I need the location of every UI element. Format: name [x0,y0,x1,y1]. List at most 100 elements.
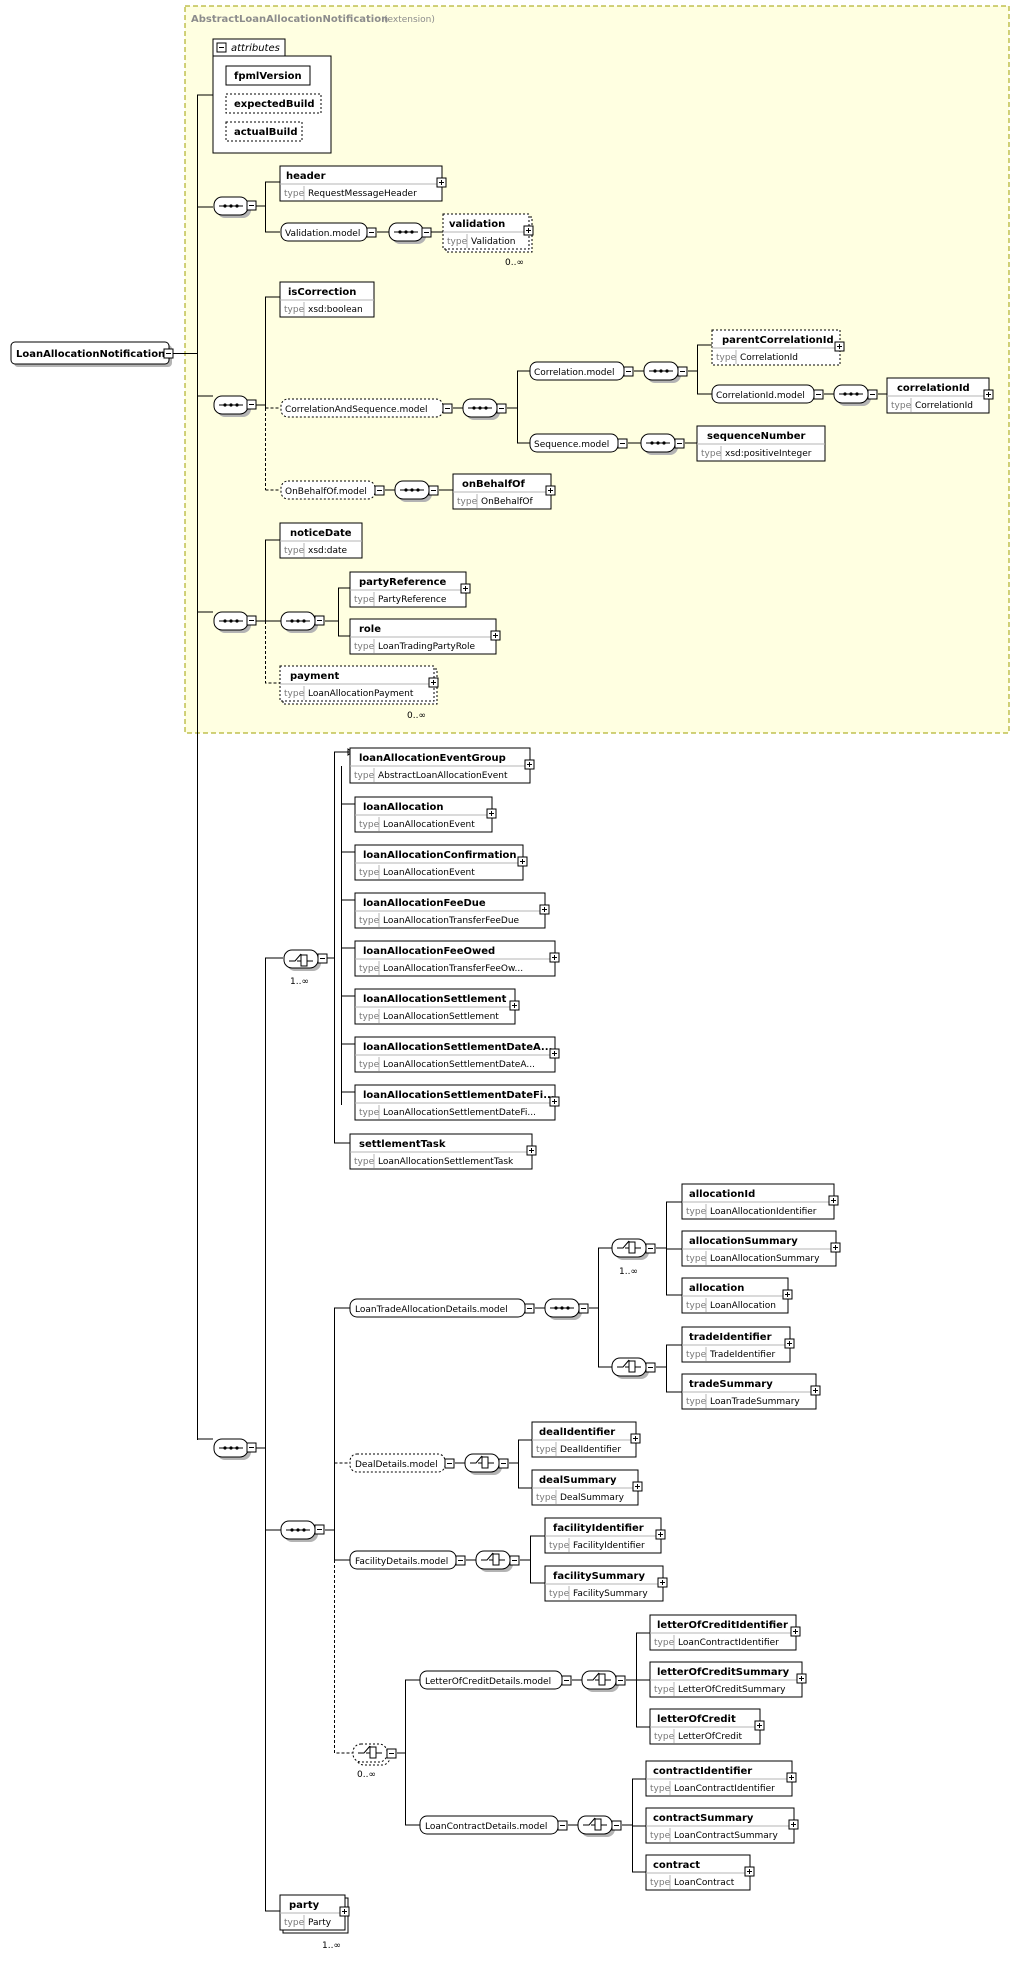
root-element[interactable]: LoanAllocationNotification [10,341,174,367]
model-dealdetails[interactable]: DealDetails.model [349,1453,455,1473]
type-prefix: type [686,1207,707,1217]
element-dealidentifier[interactable]: dealIdentifier type DealIdentifier [531,1421,641,1458]
element-correlationid[interactable]: correlationId type CorrelationId [886,377,994,414]
model-letterofcreditdetails[interactable]: LetterOfCreditDetails.model [419,1670,572,1690]
cardinality: 0..∞ [407,711,426,721]
element-loanallocationsettlementdatefi[interactable]: loanAllocationSettlementDateFi... type L… [354,1084,560,1121]
element-contractidentifier[interactable]: contractIdentifier type LoanContractIden… [645,1760,797,1797]
element-parentcorrelationid[interactable]: parentCorrelationId type CorrelationId [711,329,845,366]
choice-compositor[interactable] [611,1357,656,1379]
choice-compositor[interactable]: 1..∞ [611,1238,656,1277]
type-value: Party [308,1918,332,1928]
type-value: TradeIdentifier [709,1350,775,1360]
choice-compositor[interactable] [475,1550,520,1572]
attribute-actualbuild[interactable] [225,121,303,142]
type-value: LoanTradingPartyRole [378,642,476,652]
choice-compositor[interactable]: 0..∞ [352,1743,397,1780]
element-settlementtask[interactable]: settlementTask type LoanAllocationSettle… [349,1133,537,1170]
model-correlationandsequence[interactable]: CorrelationAndSequence.model [280,398,453,418]
model-loancontractdetails[interactable]: LoanContractDetails.model [419,1815,568,1835]
element-loanallocationconfirmation[interactable]: loanAllocationConfirmation type LoanAllo… [354,844,528,881]
type-prefix: type [891,401,912,411]
model-label: CorrelationId.model [716,391,805,401]
cardinality: 0..∞ [505,258,524,268]
choice-compositor[interactable]: 1..∞ [283,949,328,987]
element-facilitysummary[interactable]: facilitySummary type FacilitySummary [544,1565,668,1602]
element-loanallocationfeeowed[interactable]: loanAllocationFeeOwed type LoanAllocatio… [354,940,560,977]
model-correlationid[interactable]: CorrelationId.model [711,384,824,404]
model-onbehalfof[interactable]: OnBehalfOf.model [280,480,385,500]
model-label: FacilityDetails.model [355,1557,448,1567]
element-onbehalfof[interactable]: onBehalfOf type OnBehalfOf [452,473,556,510]
sequence-compositor[interactable] [640,433,685,455]
element-name: noticeDate [290,528,352,539]
element-contract[interactable]: contract type LoanContract [645,1854,755,1891]
element-letterofcreditidentifier[interactable]: letterOfCreditIdentifier type LoanContra… [649,1614,801,1651]
element-validation[interactable]: validation type Validation 0..∞ [442,213,534,268]
cardinality: 1..∞ [322,1941,341,1951]
attribute-fpmlversion[interactable] [225,65,311,86]
connectors [256,748,355,1912]
element-name: dealSummary [539,1475,617,1486]
element-header[interactable]: header type RequestMessageHeader [279,165,447,202]
model-correlation[interactable]: Correlation.model [529,361,634,381]
model-label: CorrelationAndSequence.model [285,405,427,415]
type-value: LoanAllocationEvent [383,868,475,878]
type-prefix: type [686,1397,707,1407]
attribute-label: expectedBuild [234,99,315,110]
model-label: LoanTradeAllocationDetails.model [355,1305,508,1315]
sequence-compositor[interactable] [280,1520,325,1542]
sequence-compositor[interactable] [643,361,688,383]
sequence-compositor[interactable] [213,1438,257,1460]
element-allocation[interactable]: allocation type LoanAllocation [681,1277,793,1314]
sequence-compositor[interactable] [280,611,325,633]
element-allocationsummary[interactable]: allocationSummary type LoanAllocationSum… [681,1230,841,1267]
sequence-compositor[interactable] [462,398,507,420]
element-payment[interactable]: payment type LoanAllocationPayment 0..∞ [279,665,439,721]
element-loanallocationeventgroup[interactable]: loanAllocationEventGroup type AbstractLo… [349,747,535,784]
type-prefix: type [457,497,478,507]
model-loantradeallocationdetails[interactable]: LoanTradeAllocationDetails.model [349,1298,535,1318]
element-sequencenumber[interactable]: sequenceNumber type xsd:positiveInteger [696,425,826,462]
sequence-compositor[interactable] [833,384,878,406]
choice-compositor[interactable] [464,1453,509,1475]
sequence-compositor[interactable] [213,196,257,218]
element-loanallocationsettlement[interactable]: loanAllocationSettlement type LoanAlloca… [354,988,520,1025]
element-iscorrection[interactable]: isCorrection type xsd:boolean [279,281,375,318]
element-loanallocationfeedue[interactable]: loanAllocationFeeDue type LoanAllocation… [354,892,550,929]
type-value: xsd:boolean [308,305,363,315]
type-value: LoanAllocationPayment [308,689,414,699]
sequence-compositor[interactable] [388,222,432,244]
model-sequence[interactable]: Sequence.model [529,433,628,453]
element-letterofcredit[interactable]: letterOfCredit type LetterOfCredit [649,1708,765,1745]
sequence-compositor[interactable] [394,480,439,502]
sequence-compositor[interactable] [544,1298,589,1320]
element-role[interactable]: role type LoanTradingPartyRole [349,618,501,655]
element-partyreference[interactable]: partyReference type PartyReference [349,571,471,608]
type-value: LoanAllocationTransferFeeDue [383,916,520,926]
element-loanallocationsettlementdatea[interactable]: loanAllocationSettlementDateA... type Lo… [354,1036,560,1073]
choice-compositor[interactable] [581,1670,626,1692]
sequence-compositor[interactable] [213,395,257,417]
element-loanallocation[interactable]: loanAllocation type LoanAllocationEvent [354,796,497,833]
element-contractsummary[interactable]: contractSummary type LoanContractSummary [645,1807,799,1844]
element-letterofcreditsummary[interactable]: letterOfCreditSummary type LetterOfCredi… [649,1661,807,1698]
element-tradesummary[interactable]: tradeSummary type LoanTradeSummary [681,1373,821,1410]
element-party[interactable]: party type Party 1..∞ [279,1894,350,1951]
element-allocationid[interactable]: allocationId type LoanAllocationIdentifi… [681,1183,839,1220]
model-label: DealDetails.model [355,1460,438,1470]
model-facilitydetails[interactable]: FacilityDetails.model [349,1550,466,1570]
element-noticedate[interactable]: noticeDate type xsd:date [279,522,363,559]
type-value: DealSummary [560,1493,625,1503]
element-name: onBehalfOf [462,479,526,490]
element-facilityidentifier[interactable]: facilityIdentifier type FacilityIdentifi… [544,1517,666,1554]
element-tradeidentifier[interactable]: tradeIdentifier type TradeIdentifier [681,1326,795,1363]
model-validation[interactable]: Validation.model [280,222,377,242]
type-value: OnBehalfOf [481,497,533,507]
attribute-label: actualBuild [234,127,298,138]
element-dealsummary[interactable]: dealSummary type DealSummary [531,1469,643,1506]
type-prefix: type [359,1060,380,1070]
sequence-compositor[interactable] [213,611,257,633]
attribute-expectedbuild[interactable] [225,93,322,114]
choice-compositor[interactable] [577,1815,622,1837]
